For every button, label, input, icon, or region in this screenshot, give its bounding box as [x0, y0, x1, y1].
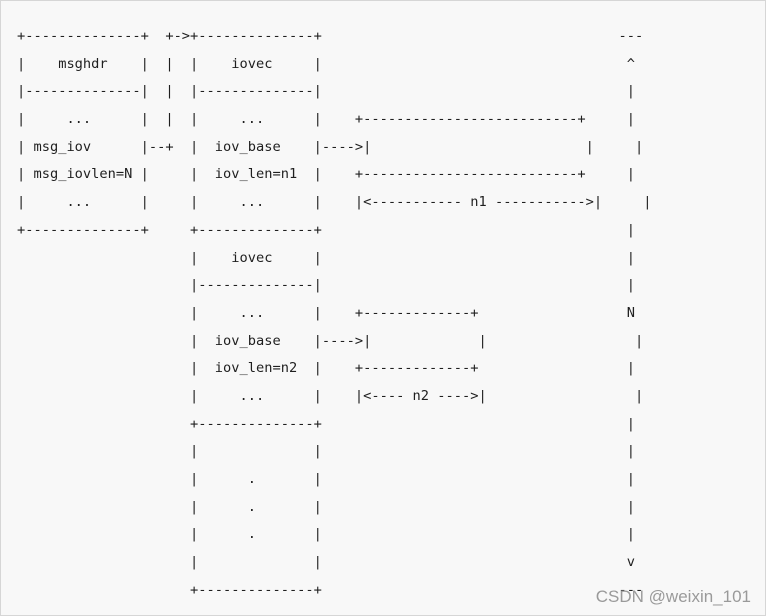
diagram-line: | msg_iov |--+ | iov_base |---->| | |	[17, 138, 644, 155]
csdn-watermark: CSDN @weixin_101	[595, 587, 751, 606]
diagram-line: | | |	[17, 443, 636, 460]
diagram-line: +--------------+ |	[17, 415, 636, 432]
diagram-line: |--------------| |	[17, 277, 636, 294]
diagram-line: | msghdr | | | iovec | ^	[17, 55, 636, 72]
diagram-line: +--------------+ +--------------+ |	[17, 221, 636, 238]
diagram-line: |--------------| | |--------------| |	[17, 83, 636, 100]
diagram-line: | . | |	[17, 498, 636, 515]
diagram-line: +--------------+ +->+--------------+ ---	[17, 28, 644, 44]
diagram-line: | msg_iovlen=N | | iov_len=n1 | +-------…	[17, 166, 636, 183]
diagram-line: | ... | | | ... | +---------------------…	[17, 111, 636, 128]
diagram-line: | iov_len=n2 | +-------------+ |	[17, 360, 636, 377]
diagram-line: | iovec | |	[17, 249, 636, 266]
diagram-line: | . | |	[17, 526, 636, 543]
diagram-line: | . | |	[17, 471, 636, 487]
diagram-line: | ... | |<---- n2 ---->| |	[17, 387, 644, 404]
diagram-line: | iov_base |---->| | |	[17, 332, 644, 349]
diagram-line: | ... | +-------------+ N	[17, 304, 636, 321]
diagram-line: | ... | | ... | |<----------- n1 -------…	[17, 194, 652, 211]
ascii-diagram: +--------------+ +->+--------------+ ---…	[17, 23, 652, 604]
diagram-line: | | v	[17, 554, 636, 571]
diagram-line: +--------------+ ---	[17, 581, 644, 598]
